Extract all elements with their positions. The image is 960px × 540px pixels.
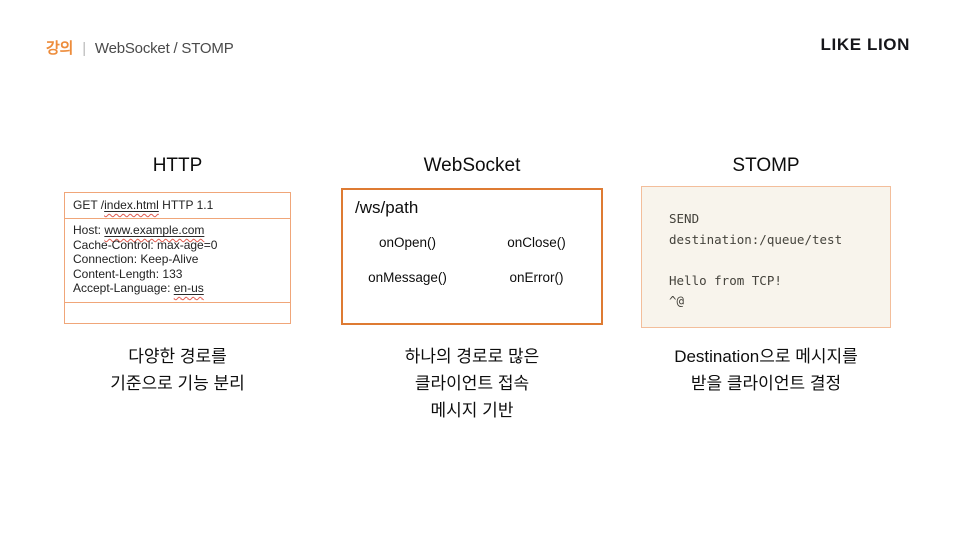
http-method: GET / xyxy=(73,198,105,212)
handler-onopen: onOpen() xyxy=(378,235,437,250)
slide-header: 강의 | WebSocket / STOMP xyxy=(46,37,234,58)
column-title-http: HTTP xyxy=(152,155,203,176)
likelion-logo: LIKE LION xyxy=(820,35,910,54)
stomp-terminator: ^@ xyxy=(669,293,685,308)
handler-onmessage: onMessage() xyxy=(368,270,447,285)
http-header-line: Cache-Control: max-age=0 xyxy=(73,237,218,252)
websocket-box: /ws/path onOpen() onClose() onMessage() … xyxy=(341,188,603,325)
column-title-websocket: WebSocket xyxy=(423,155,521,176)
header-title: WebSocket / STOMP xyxy=(94,40,234,57)
column-title-stomp: STOMP xyxy=(732,155,800,176)
lecture-tag: 강의 xyxy=(46,40,74,57)
stomp-command: SEND xyxy=(669,211,700,226)
http-empty-body-section xyxy=(65,303,290,323)
http-request-line: GET /index.html HTTP 1.1 xyxy=(65,193,290,219)
handler-onerror: onError() xyxy=(509,270,564,285)
stomp-body: Hello from TCP! xyxy=(669,272,782,288)
http-header-accept: Accept-Language: en-us xyxy=(73,281,204,295)
http-request-box: GET /index.html HTTP 1.1 Host: www.examp… xyxy=(64,192,291,324)
stomp-destination: destination:/queue/test xyxy=(669,231,843,247)
http-header-line: Content-Length: 133 xyxy=(73,266,183,281)
websocket-endpoint-path: /ws/path xyxy=(355,198,419,217)
websocket-handlers: onOpen() onClose() onMessage() onError() xyxy=(343,235,601,285)
http-header-host: Host: www.example.com xyxy=(73,223,205,237)
stomp-caption: Destination으로 메시지를 받을 클라이언트 결정 xyxy=(674,347,858,393)
http-headers-section: Host: www.example.com Cache-Control: max… xyxy=(65,219,290,303)
http-protocol: HTTP 1.1 xyxy=(158,198,214,212)
header-separator: | xyxy=(82,40,86,57)
host-value-underlined: www.example.com xyxy=(104,223,205,237)
http-caption: 다양한 경로를 기준으로 기능 분리 xyxy=(110,347,245,393)
handler-onclose: onClose() xyxy=(507,235,566,250)
http-header-line: Connection: Keep-Alive xyxy=(73,252,199,266)
accept-value-underlined: en-us xyxy=(173,281,204,295)
stomp-frame-box: SEND destination:/queue/test Hello from … xyxy=(641,186,891,328)
stomp-blank-line xyxy=(669,250,890,271)
http-path-underlined: index.html xyxy=(104,198,159,212)
websocket-caption: 하나의 경로로 많은 클라이언트 접속 메시지 기반 xyxy=(404,347,540,420)
